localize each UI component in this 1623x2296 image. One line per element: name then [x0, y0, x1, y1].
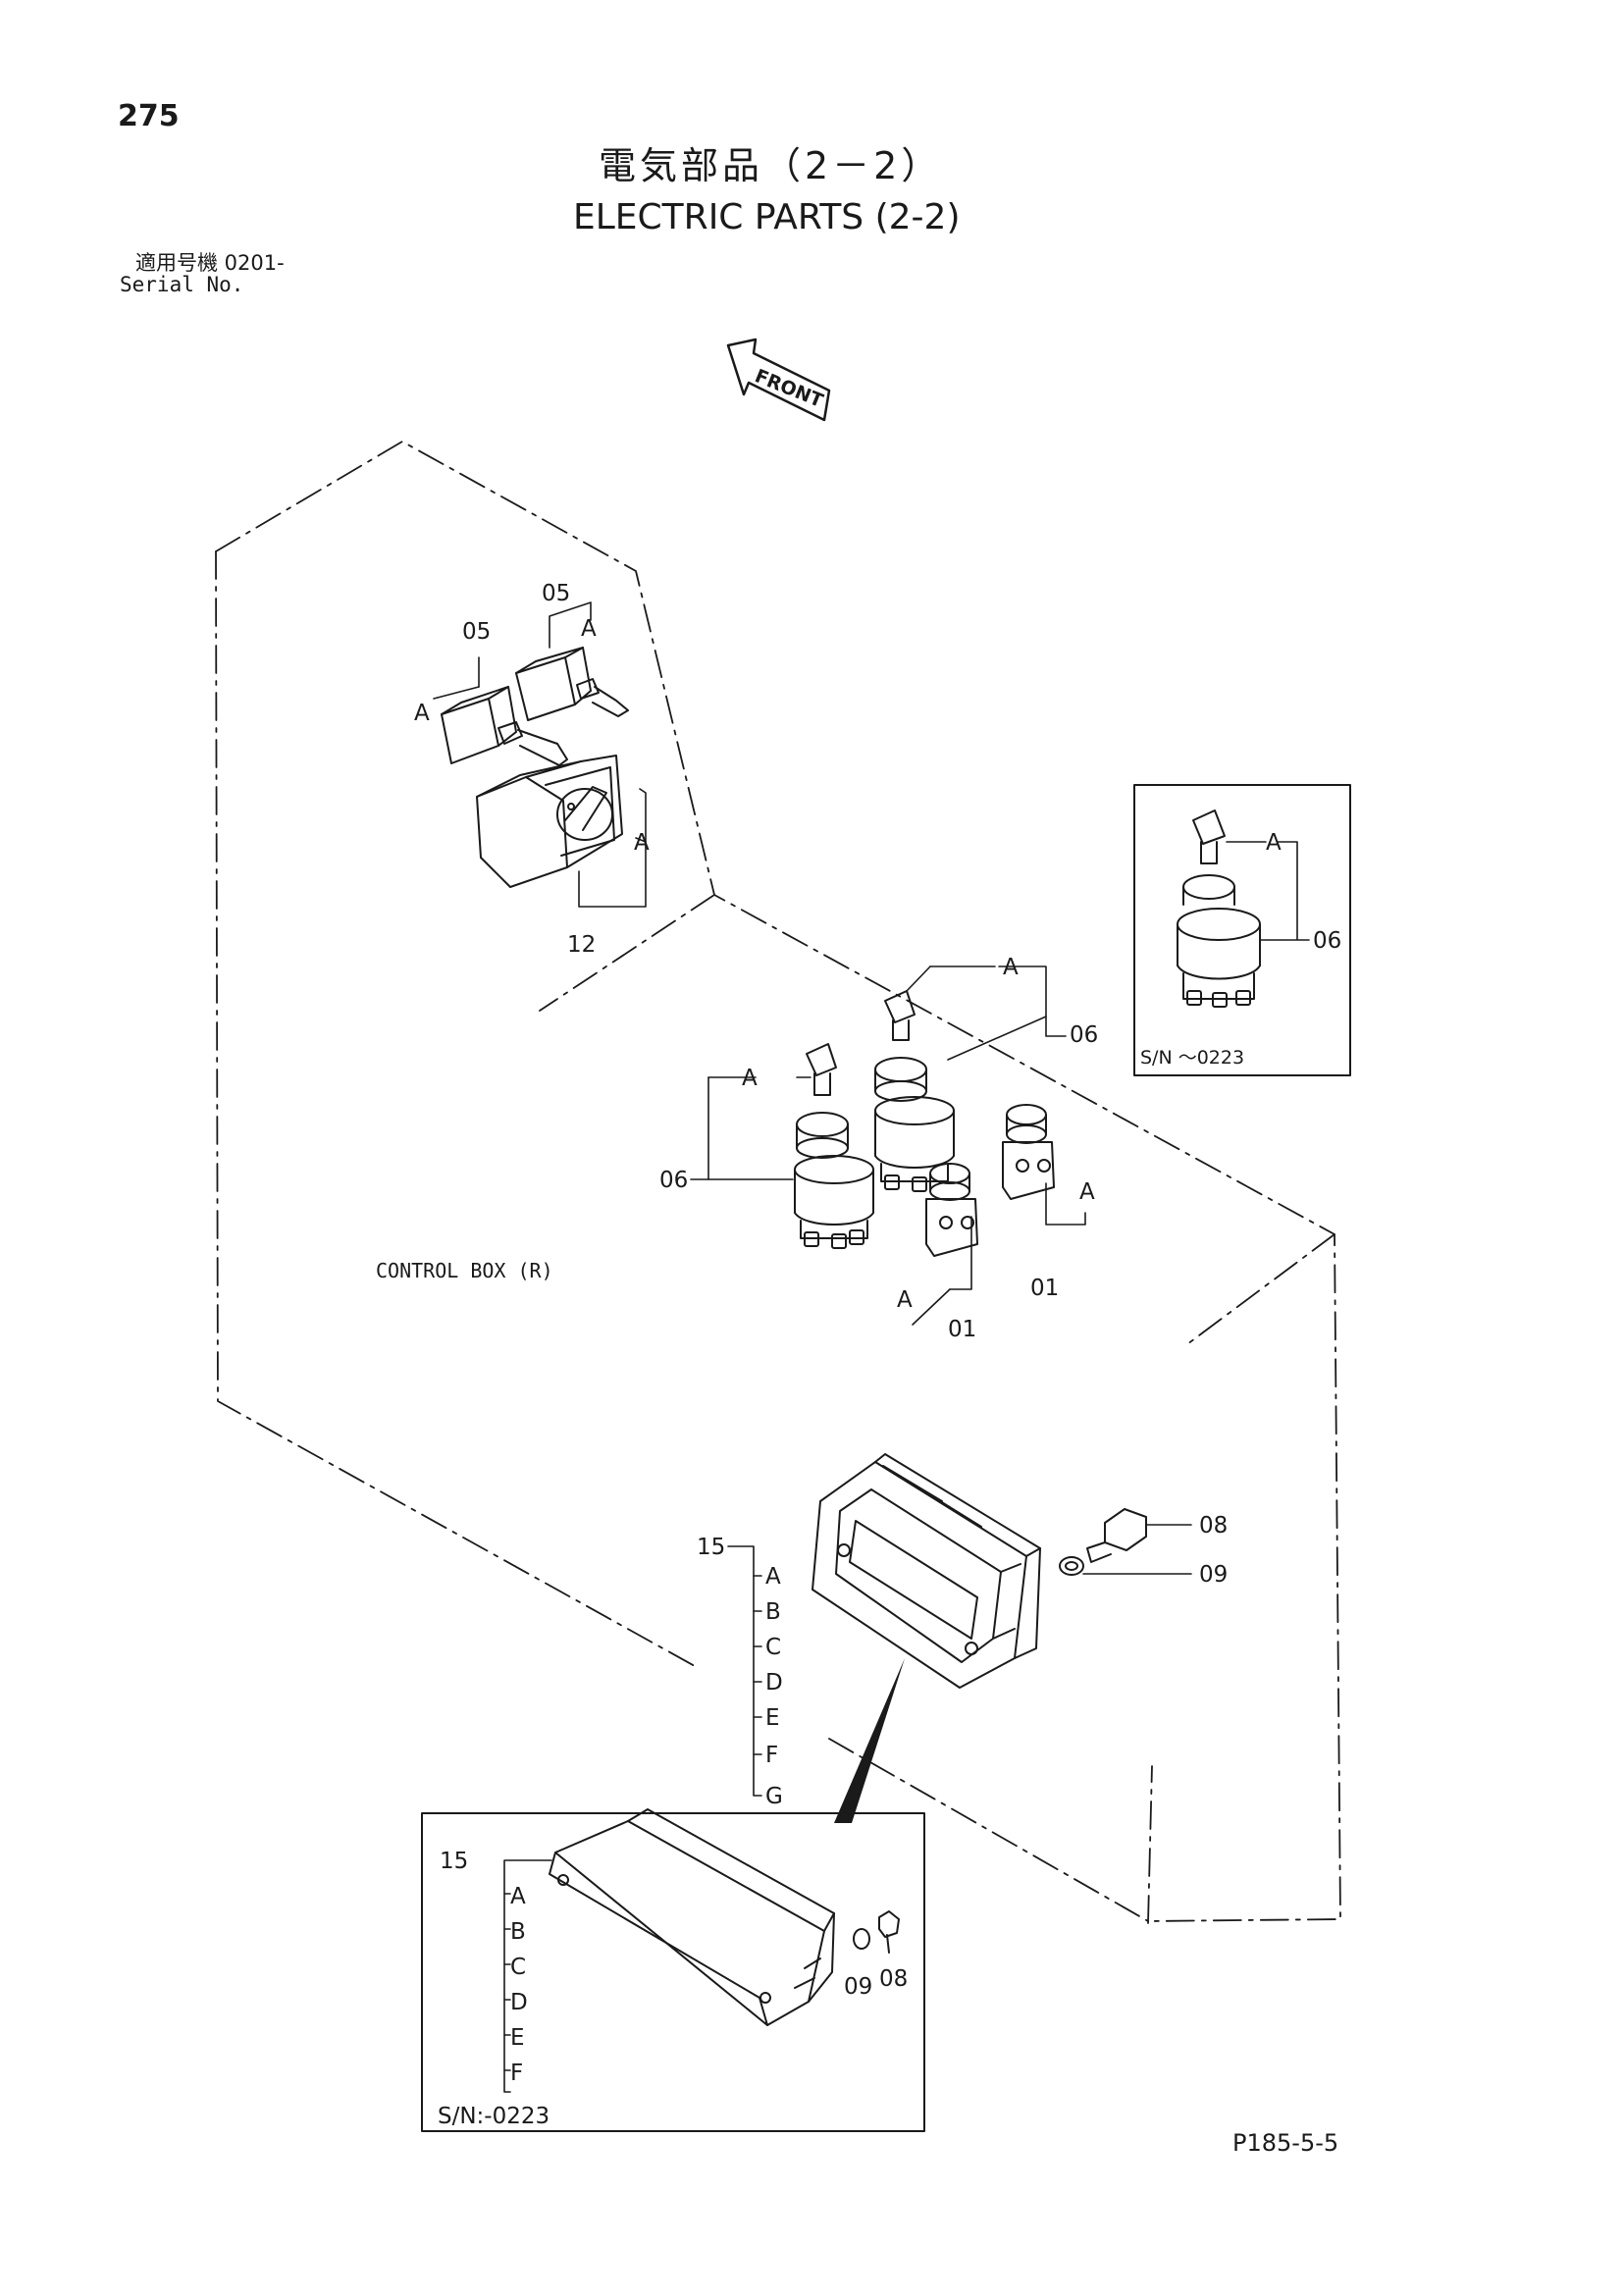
rotary-switch [476, 755, 623, 888]
title-japanese: 電気部品（2－2） [599, 144, 943, 187]
toggle-switch-left [441, 686, 568, 766]
control-box-label: CONTROL BOX (R) [376, 1259, 553, 1282]
callout-monitor-variant: C [765, 1635, 781, 1660]
washer-main [1059, 1556, 1084, 1576]
inset-monitor-variant: C [510, 1955, 526, 1980]
callout-toggle-right-variant: A [581, 616, 597, 642]
callout-key-right-part: 06 [1070, 1022, 1098, 1048]
key-switch-right [874, 990, 955, 1192]
callout-key-left-variant: A [742, 1066, 758, 1091]
inset-keyswitch-serial: S/N ～0223 [1140, 1047, 1244, 1069]
callout-key-right-variant: A [1003, 955, 1019, 980]
serial-label-japanese: 適用号機 0201- [135, 251, 285, 275]
inset-keyswitch-box [1133, 784, 1351, 1076]
callout-washer-part: 09 [1199, 1562, 1228, 1588]
key-switch-left [794, 1043, 874, 1249]
inset-monitor-variant: A [510, 1884, 526, 1909]
page-number: 275 [118, 99, 180, 133]
inset-keyswitch-variant: A [1266, 830, 1282, 856]
serial-label-english: Serial No. [120, 273, 244, 296]
monitor-unit [812, 1453, 1041, 1689]
callout-monitor-variant: G [765, 1784, 783, 1809]
inset-monitor-washer: 09 [844, 1974, 872, 2000]
inset-monitor-variant: E [510, 2025, 525, 2051]
front-arrow-icon: FRONT [726, 338, 831, 422]
callout-toggle-left-variant: A [414, 701, 430, 726]
callout-button-right-variant: A [1079, 1179, 1095, 1205]
front-arrow-label: FRONT [752, 365, 826, 412]
inset-keyswitch-part: 06 [1313, 928, 1341, 954]
footer-code: P185-5-5 [1232, 2129, 1339, 2157]
inset-monitor-bolt: 08 [879, 1966, 908, 1992]
callout-leaders-monitor [727, 1524, 1192, 1797]
callout-monitor-variant: A [765, 1564, 781, 1590]
callout-monitor-variants: A B C D E F G [765, 1564, 783, 1809]
callout-monitor-variant: E [765, 1705, 780, 1731]
inset-monitor-variant: F [510, 2061, 523, 2086]
detail-pointer-arrow [834, 1658, 905, 1823]
callout-button-left-part: 01 [948, 1317, 976, 1342]
inset-monitor-box [421, 1808, 925, 2132]
callout-leaders-middle [690, 965, 1086, 1326]
callout-rotary-part: 12 [567, 932, 596, 958]
inset-monitor-variants: A B C D E F [510, 1884, 528, 2086]
callout-button-left-variant: A [897, 1287, 913, 1313]
title-english: ELECTRIC PARTS (2-2) [573, 197, 961, 237]
callout-key-left-part: 06 [659, 1168, 688, 1193]
inset-monitor-variant: D [510, 1990, 528, 2015]
callout-button-right-part: 01 [1030, 1276, 1059, 1301]
callout-monitor-variant: F [765, 1743, 778, 1768]
callout-monitor-variant: B [765, 1599, 781, 1625]
callout-toggle-right-part: 05 [542, 581, 570, 606]
push-button-right [1002, 1104, 1055, 1200]
callout-monitor-part: 15 [697, 1535, 725, 1560]
inset-monitor-variant: B [510, 1919, 526, 1945]
callout-monitor-variant: D [765, 1670, 783, 1696]
callout-rotary-variant: A [634, 830, 650, 856]
bolt-main [1086, 1508, 1147, 1563]
control-box-outline [215, 441, 1341, 1924]
callout-toggle-left-part: 05 [462, 619, 491, 645]
inset-monitor-part: 15 [440, 1849, 468, 1874]
inset-monitor-serial: S/N:-0223 [438, 2104, 550, 2129]
toggle-switch-right [515, 647, 629, 721]
callout-bolt-part: 08 [1199, 1513, 1228, 1539]
push-button-left [925, 1163, 978, 1257]
callout-leaders-top [433, 601, 647, 908]
